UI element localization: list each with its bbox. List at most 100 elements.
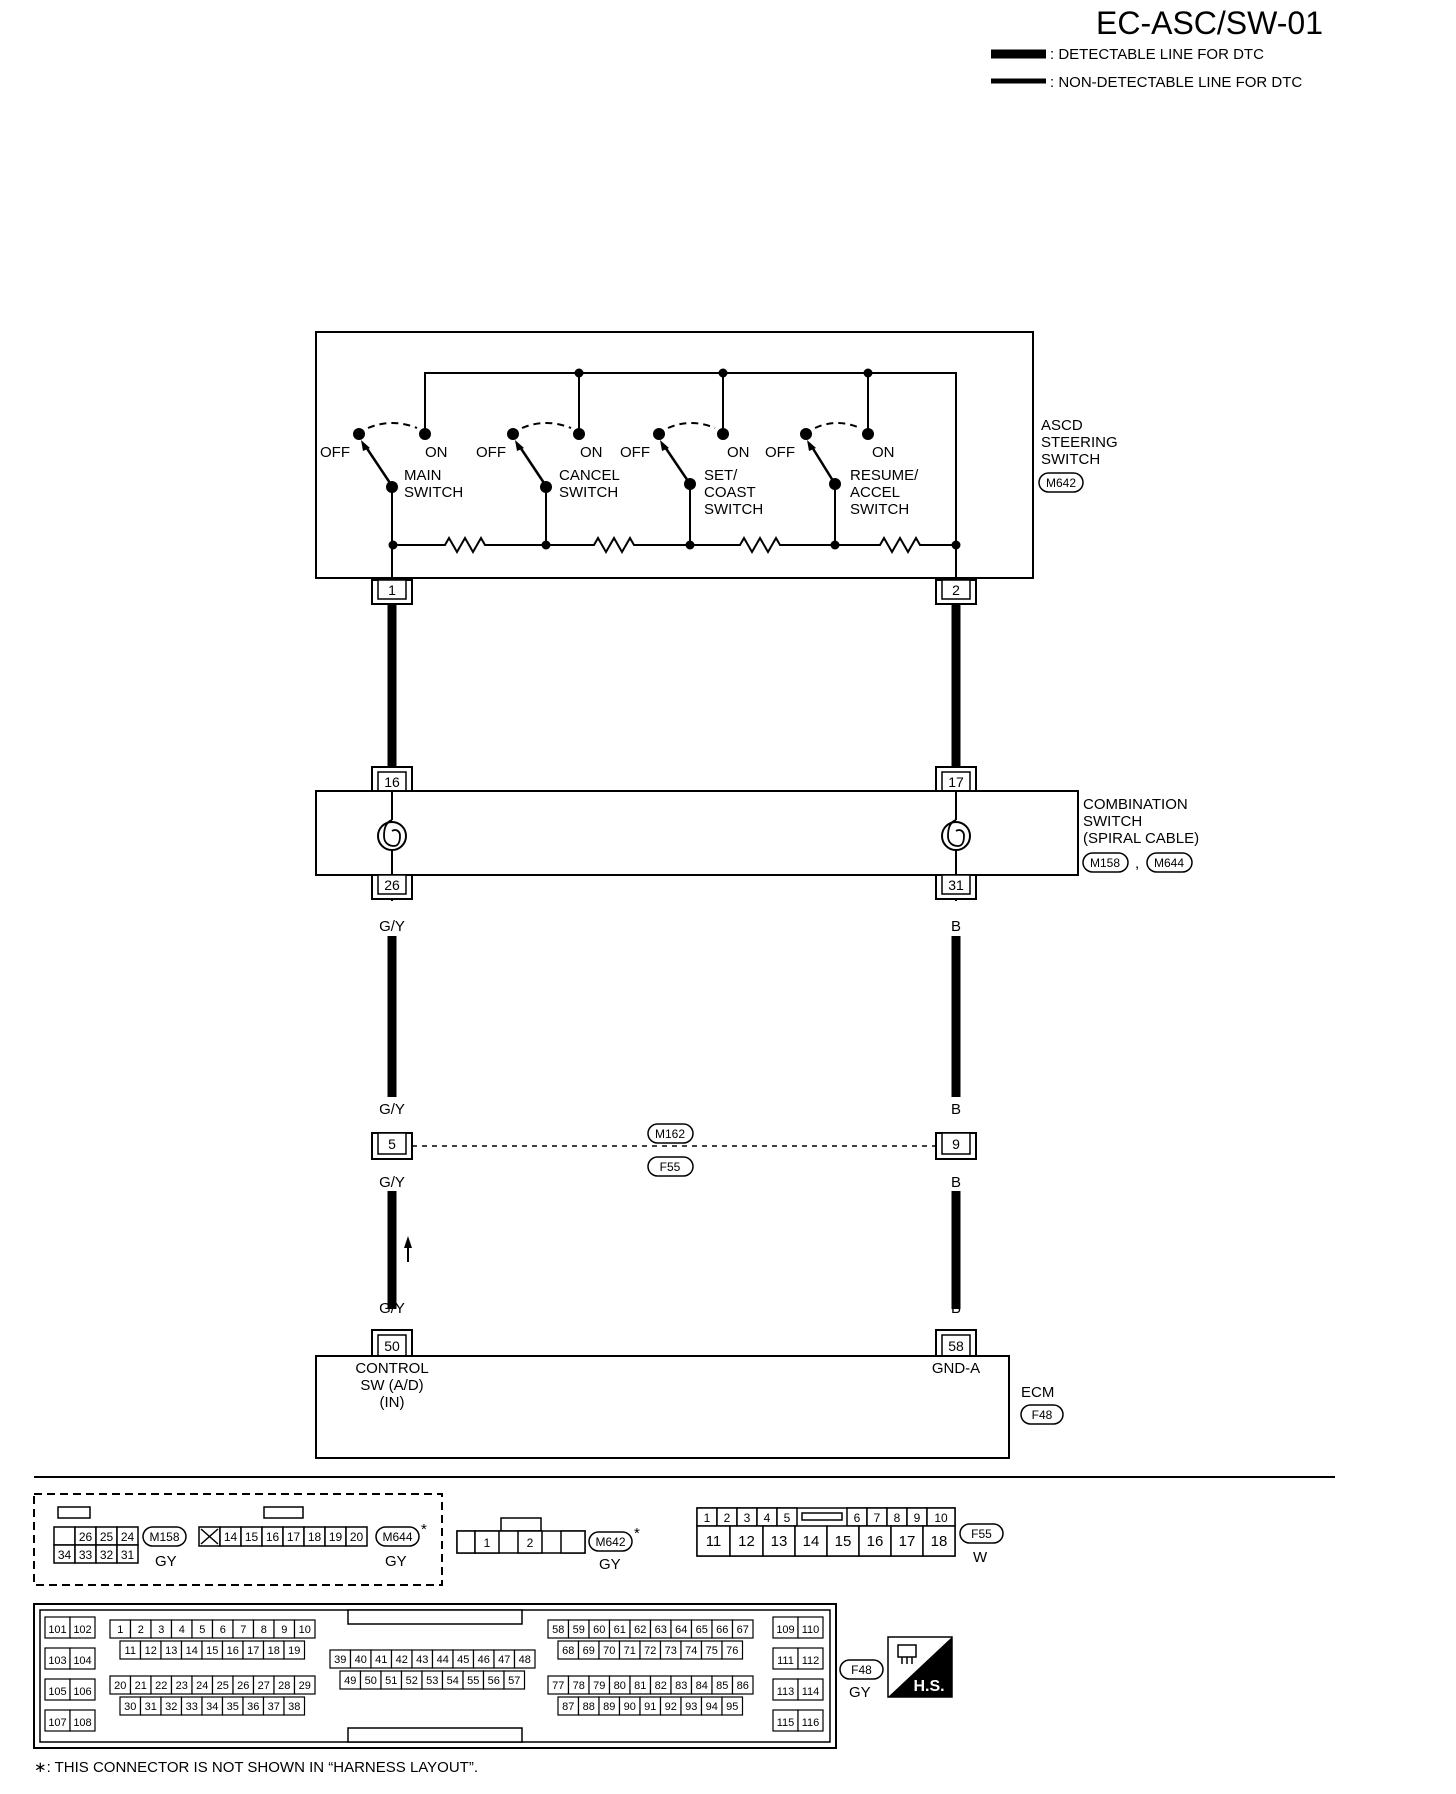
pin-2-label: 2 — [952, 582, 960, 598]
f55-color: W — [973, 1549, 988, 1566]
resume-accel-switch-arrow — [807, 440, 816, 451]
cancel-switch-travel — [521, 422, 572, 429]
f48-cell-label: 112 — [802, 1655, 820, 1667]
m158-bottom-row: 34 33 32 31 — [53, 1544, 139, 1564]
pin-16-label: 16 — [384, 774, 400, 790]
combination-connector-separator: , — [1135, 855, 1139, 872]
m158-top-row: 26 25 24 — [74, 1526, 139, 1546]
set-coast-switch-off-contact — [653, 428, 665, 440]
m644-badge — [375, 1526, 420, 1547]
f48-cell-label: 101 — [48, 1624, 66, 1636]
set-coast-switch-name-2: COAST — [704, 484, 756, 501]
f55-cell-label: 17 — [899, 1533, 916, 1550]
spiral-left-coil — [383, 819, 401, 847]
ecm-terminal-left-2: SW (A/D) — [360, 1377, 423, 1394]
m158-cell-label: 33 — [79, 1548, 93, 1562]
f55-cell-label: 15 — [835, 1533, 852, 1550]
f48-cell-label: 109 — [776, 1624, 794, 1636]
resume-accel-switch-name-1: RESUME/ — [850, 467, 919, 484]
set-coast-switch-name-3: SWITCH — [704, 501, 763, 518]
m644-cell-label: 17 — [287, 1530, 301, 1544]
f48-cell-label: 72 — [644, 1645, 656, 1657]
f48-cell-label: 91 — [644, 1701, 656, 1713]
pin-9-box — [941, 1132, 971, 1155]
m158-cell-label: 24 — [121, 1530, 135, 1544]
legend-non-detectable-label: : NON-DETECTABLE LINE FOR DTC — [1050, 74, 1302, 91]
m644-star: * — [421, 1521, 427, 1538]
m642-connector-view: 1 2 M642 * GY — [456, 1517, 640, 1573]
resume-accel-switch-on-label: ON — [872, 444, 895, 461]
m644-cell-label: 15 — [245, 1530, 259, 1544]
f48-cell-label: 39 — [334, 1654, 346, 1666]
main-switch-travel — [367, 422, 418, 429]
m158-color: GY — [155, 1553, 177, 1570]
m642-badge — [588, 1531, 633, 1552]
f48-cell-label: 3 — [158, 1624, 164, 1636]
f48-cell-label: 85 — [716, 1680, 728, 1692]
f48-cell-label: 64 — [675, 1624, 687, 1636]
f55-cell-label: 1 — [704, 1511, 711, 1525]
cancel-switch-name-1: CANCEL — [559, 467, 620, 484]
set-coast-switch-off-label: OFF — [620, 444, 650, 461]
f48-cell-label: 61 — [614, 1624, 626, 1636]
pin-31-label: 31 — [948, 877, 964, 893]
pin-50-label: 50 — [384, 1338, 400, 1354]
wire-color-left-4: G/Y — [379, 1300, 405, 1317]
f48-cell-label: 41 — [375, 1654, 387, 1666]
m642-id: M642 — [595, 1535, 625, 1549]
pin-1: 1 — [371, 579, 413, 605]
f48-cell-label: 20 — [114, 1680, 126, 1692]
wire-color-right-3: B — [951, 1174, 961, 1191]
set-coast-switch-on-contact — [717, 428, 729, 440]
f48-cell-label: 31 — [145, 1701, 157, 1713]
spiral-right-coil — [947, 819, 965, 847]
f48-cell-label: 93 — [685, 1701, 697, 1713]
pin-2: 2 — [935, 579, 977, 605]
f48-cell-label: 92 — [665, 1701, 677, 1713]
pin-50: 50 — [371, 1329, 413, 1357]
combination-connector-id-1: M158 — [1090, 856, 1120, 870]
m644-latch — [263, 1506, 304, 1519]
page-code: EC-ASC/SW-01 — [1096, 5, 1323, 41]
f48-cell-label: 69 — [583, 1645, 595, 1657]
f48-cell — [293, 1675, 316, 1695]
set-coast-switch-on-label: ON — [727, 444, 750, 461]
m158-cell-label: 25 — [100, 1530, 114, 1544]
f48-cell-label: 14 — [186, 1645, 198, 1657]
ascd-label-1: ASCD — [1041, 417, 1083, 434]
resume-accel-switch-name-2: ACCEL — [850, 484, 900, 501]
f48-cell-label: 102 — [73, 1624, 91, 1636]
f55-cell-label: 5 — [784, 1511, 791, 1525]
cancel-switch-on-contact — [573, 428, 585, 440]
joint-connector-badge-1 — [647, 1123, 694, 1144]
hs-badge-fill — [888, 1637, 952, 1697]
f48-cell-label: 56 — [488, 1675, 500, 1687]
f48-cell-label: 45 — [457, 1654, 469, 1666]
f55-cell-label: 9 — [914, 1511, 921, 1525]
f48-bottom-key — [347, 1727, 523, 1743]
connector-glyph-icon — [897, 1644, 917, 1658]
f48-cell-label: 89 — [603, 1701, 615, 1713]
f48-cell-label: 103 — [48, 1655, 66, 1667]
f55-cell — [696, 1525, 731, 1557]
f48-cell-label: 42 — [396, 1654, 408, 1666]
f48-cell-label: 49 — [344, 1675, 356, 1687]
f48-cell-label: 83 — [675, 1680, 687, 1692]
main-switch-name-2: SWITCH — [404, 484, 463, 501]
cancel-switch-arrow — [515, 440, 524, 451]
f55-cell-label: 13 — [771, 1533, 788, 1550]
f48-cell-label: 38 — [288, 1701, 300, 1713]
f48-cell-label: 67 — [737, 1624, 749, 1636]
m644-blocked-x-2 — [200, 1528, 219, 1545]
f48-cell-label: 78 — [573, 1680, 585, 1692]
pin-1-box — [377, 579, 407, 600]
pin-26-box — [377, 874, 407, 895]
f55-cell — [729, 1525, 764, 1557]
f48-cell-label: 8 — [261, 1624, 267, 1636]
f48-cell-label: 80 — [614, 1680, 626, 1692]
wire-color-left-2: G/Y — [379, 1101, 405, 1118]
m644-cell-label: 18 — [308, 1530, 322, 1544]
resume-accel-switch-off-label: OFF — [765, 444, 795, 461]
joint-connector-id-2: F55 — [660, 1160, 681, 1174]
